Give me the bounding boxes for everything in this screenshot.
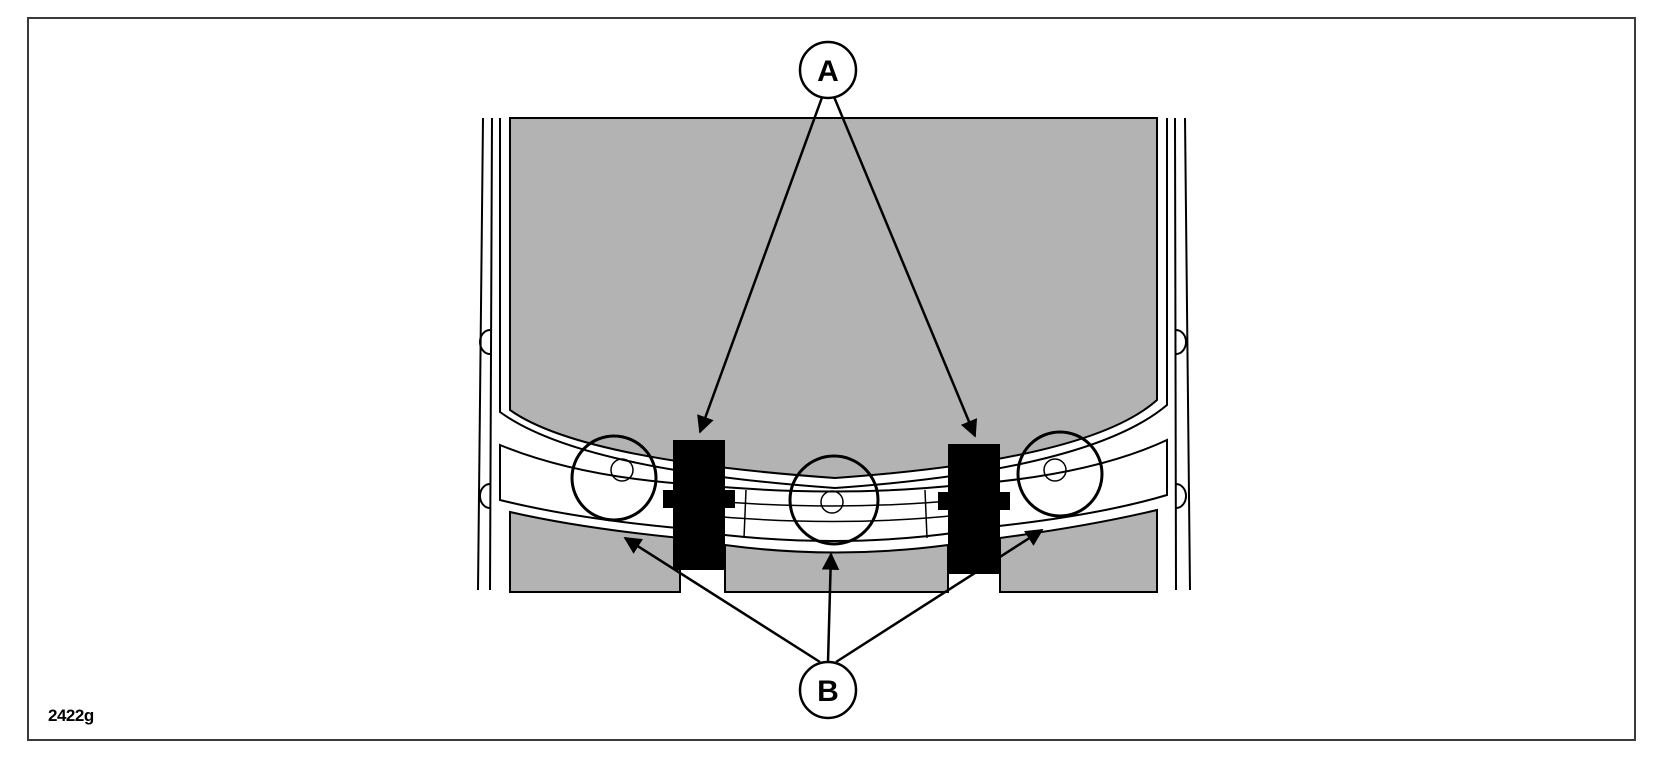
side-rails [477, 117, 1191, 591]
upper-panel-edge [499, 118, 1168, 490]
circled-fastener-icon [788, 454, 880, 546]
retaining-clip-icon [663, 440, 735, 570]
callout-b-leaders [623, 528, 1044, 664]
callout-a: A [798, 40, 858, 100]
circled-fastener-icon [1016, 430, 1104, 518]
callout-a-label: A [817, 55, 839, 88]
retaining-clip-icon [938, 444, 1010, 574]
figure-id: 2422g [48, 706, 94, 725]
lower-panel-center [724, 543, 949, 593]
callout-b-label: B [817, 675, 839, 708]
upper-panel [509, 117, 1158, 480]
circled-fastener-icon [570, 434, 658, 522]
callout-a-leaders [697, 91, 978, 438]
callout-b: B [798, 660, 858, 720]
